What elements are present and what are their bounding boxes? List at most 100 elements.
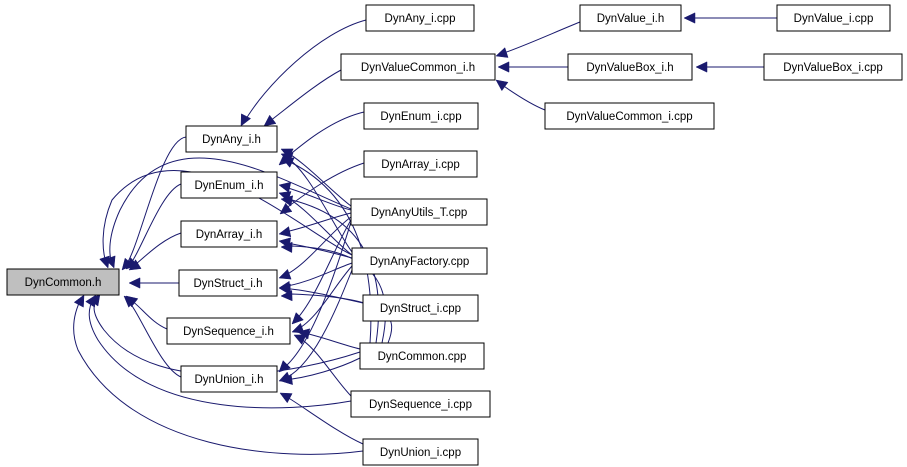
node-box[interactable]: [362, 294, 479, 322]
node-box[interactable]: [365, 4, 475, 32]
node-DynValueCommon_i_cpp[interactable]: DynValueCommon_i.cpp: [544, 102, 715, 130]
arrowhead-DynArray_i_h: [280, 241, 293, 253]
node-DynValueBox_i_cpp[interactable]: DynValueBox_i.cpp: [763, 53, 903, 81]
node-DynSequence_i_h[interactable]: DynSequence_i.h: [166, 317, 291, 345]
node-box[interactable]: [180, 365, 278, 393]
node-DynEnum_i_h[interactable]: DynEnum_i.h: [180, 171, 278, 199]
arrowhead-DynArray_i_h: [278, 226, 292, 238]
edge-DynAnyUtils_T_cpp-to-DynSequence_i_h: [293, 219, 352, 323]
node-DynStruct_i_cpp[interactable]: DynStruct_i.cpp: [362, 294, 479, 322]
arrowhead-DynCommon_h: [128, 259, 142, 271]
edge-DynCommon_cpp-to-DynCommon_h: [93, 295, 361, 376]
node-box[interactable]: [350, 198, 488, 226]
arrowhead-DynValue_i_h: [683, 12, 696, 24]
arrowhead-DynValueCommon_i_h: [497, 61, 510, 73]
node-DynArray_i_h[interactable]: DynArray_i.h: [180, 220, 278, 248]
arrowhead-DynCommon_h: [99, 255, 110, 269]
node-DynAnyUtils_T_cpp[interactable]: DynAnyUtils_T.cpp: [350, 198, 488, 226]
node-box[interactable]: [178, 269, 278, 297]
arrowhead-DynCommon_h: [85, 294, 97, 308]
node-DynValueCommon_i_h[interactable]: DynValueCommon_i.h: [340, 53, 496, 81]
arrowhead-DynUnion_i_h: [279, 392, 293, 404]
edge-DynAnyFactory_cpp-to-DynCommon_h: [102, 169, 353, 267]
node-box[interactable]: [776, 4, 891, 32]
arrowhead-DynAny_i_h: [263, 114, 277, 127]
arrowhead-DynStruct_i_h: [278, 268, 292, 280]
edge-DynAnyUtils_T_cpp-to-DynCommon_h: [109, 157, 352, 267]
node-box[interactable]: [544, 102, 715, 130]
node-box[interactable]: [763, 53, 903, 81]
node-DynArray_i_cpp[interactable]: DynArray_i.cpp: [363, 150, 478, 178]
edge-DynSequence_i_cpp-to-DynCommon_h: [88, 296, 352, 409]
node-box[interactable]: [363, 102, 479, 130]
node-label: DynCommon.cpp: [378, 351, 467, 363]
node-DynCommon_h[interactable]: DynCommon.h: [6, 268, 120, 296]
edge-DynAny_i_h-to-DynCommon_h: [123, 136, 187, 269]
edge-DynEnum_i_h-to-DynCommon_h: [127, 183, 182, 268]
edge-DynAnyFactory_cpp-to-DynStruct_i_h: [280, 262, 353, 288]
node-box[interactable]: [185, 125, 278, 153]
node-label: DynSequence_i.h: [183, 326, 274, 338]
arrowhead-DynUnion_i_h: [280, 373, 293, 385]
arrowhead-DynSequence_i_h: [291, 322, 305, 334]
node-DynAny_i_cpp[interactable]: DynAny_i.cpp: [365, 4, 475, 32]
node-label: DynArray_i.h: [196, 229, 262, 241]
node-label: DynValueBox_i.cpp: [783, 62, 883, 74]
node-box[interactable]: [579, 4, 682, 32]
edges-layer: [73, 12, 777, 455]
node-DynAny_i_h[interactable]: DynAny_i.h: [185, 125, 278, 153]
node-box[interactable]: [567, 53, 693, 81]
node-box[interactable]: [166, 317, 291, 345]
node-DynCommon_cpp[interactable]: DynCommon.cpp: [359, 342, 485, 370]
arrowhead-DynArray_i_h: [279, 202, 293, 215]
node-label: DynAny_i.cpp: [385, 13, 456, 25]
node-DynAnyFactory_cpp[interactable]: DynAnyFactory.cpp: [351, 247, 488, 275]
edge-DynCommon_cpp-to-DynUnion_i_h: [282, 357, 361, 381]
node-label: DynUnion_i.cpp: [380, 447, 461, 459]
arrowhead-DynValueCommon_i_h: [495, 47, 509, 58]
node-label: DynValueCommon_i.cpp: [566, 111, 692, 123]
node-DynEnum_i_cpp[interactable]: DynEnum_i.cpp: [363, 102, 479, 130]
node-label: DynStruct_i.h: [193, 278, 262, 290]
node-label: DynValue_i.cpp: [794, 13, 874, 25]
node-label: DynValueBox_i.h: [586, 62, 673, 74]
edge-DynEnum_i_cpp-to-DynEnum_i_h: [279, 111, 365, 164]
edge-DynValueCommon_i_h-to-DynAny_i_h: [265, 69, 342, 125]
node-label: DynValueCommon_i.h: [361, 62, 475, 74]
node-label: DynArray_i.cpp: [381, 159, 460, 171]
node-label: DynSequence_i.cpp: [369, 399, 472, 411]
node-label: DynAny_i.h: [202, 134, 261, 146]
node-label: DynEnum_i.h: [194, 180, 263, 192]
node-label: DynUnion_i.h: [194, 374, 263, 386]
node-DynUnion_i_h[interactable]: DynUnion_i.h: [180, 365, 278, 393]
arrowhead-DynEnum_i_h: [280, 195, 294, 207]
node-DynValueBox_i_h[interactable]: DynValueBox_i.h: [567, 53, 693, 81]
arrowhead-DynStruct_i_h: [280, 290, 293, 302]
node-label: DynAnyUtils_T.cpp: [371, 207, 468, 219]
node-box[interactable]: [180, 171, 278, 199]
arrowhead-DynSequence_i_h: [291, 312, 304, 325]
node-box[interactable]: [6, 268, 120, 296]
node-label: DynAnyFactory.cpp: [370, 256, 470, 268]
edge-DynCommon_cpp-to-DynSequence_i_h: [299, 331, 361, 350]
arrowhead-DynValueBox_i_h: [695, 61, 708, 73]
node-box[interactable]: [340, 53, 496, 81]
node-DynUnion_i_cpp[interactable]: DynUnion_i.cpp: [362, 438, 479, 466]
node-DynStruct_i_h[interactable]: DynStruct_i.h: [178, 269, 278, 297]
arrowhead-DynSequence_i_h: [293, 334, 307, 345]
arrowhead-DynAny_i_h: [281, 157, 295, 168]
arrowhead-DynStruct_i_h: [278, 283, 291, 295]
node-DynSequence_i_cpp[interactable]: DynSequence_i.cpp: [350, 390, 491, 418]
node-box[interactable]: [180, 220, 278, 248]
node-box[interactable]: [350, 390, 491, 418]
node-box[interactable]: [351, 247, 488, 275]
node-DynValue_i_h[interactable]: DynValue_i.h: [579, 4, 682, 32]
node-DynValue_i_cpp[interactable]: DynValue_i.cpp: [776, 4, 891, 32]
edge-DynAny_i_cpp-to-DynAny_i_h: [242, 19, 367, 125]
node-box[interactable]: [363, 150, 478, 178]
node-box[interactable]: [362, 438, 479, 466]
node-box[interactable]: [359, 342, 485, 370]
edge-DynUnion_i_cpp-to-DynCommon_h: [73, 296, 364, 455]
